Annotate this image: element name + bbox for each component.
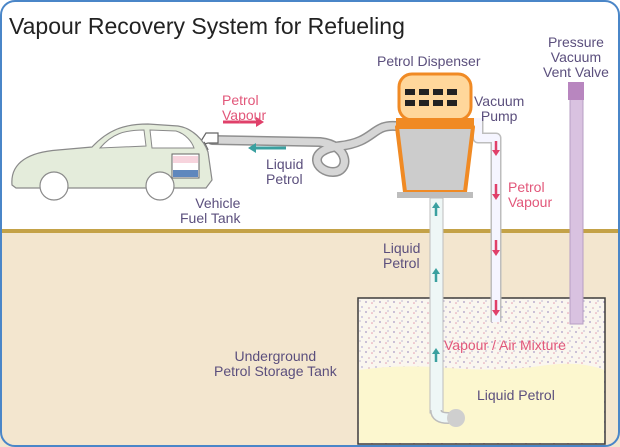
car (11, 123, 213, 201)
vapour-return-pipe (472, 118, 502, 322)
front-wheel (39, 171, 69, 201)
diagram-title: Vapour Recovery System for Refueling (9, 13, 405, 39)
supply-pipe (429, 197, 465, 427)
vacuum-pump-label-line2: Pump (480, 108, 518, 125)
liquid-petrol-hose-label-line1: Liquid (266, 156, 304, 172)
vacuum-pump-label: Vacuum Pump (474, 93, 525, 125)
petrol-vapour-return-label: Petrol Vapour (508, 179, 553, 211)
petrol-vapour-hose-label-line1: Petrol (222, 92, 259, 108)
flow-arrows (223, 117, 500, 362)
petrol-vapour-return-label-line1: Petrol (508, 179, 545, 195)
underground-tank-label: Underground Petrol Storage Tank (214, 348, 337, 380)
petrol-vapour-hose-label: Petrol Vapour (222, 92, 267, 124)
vehicle-fuel-tank-label-line2: Fuel Tank (180, 210, 241, 227)
fuel-hose (207, 120, 401, 178)
dispenser-display (405, 89, 457, 106)
liquid-petrol-hose-label: Liquid Petrol (266, 156, 304, 188)
pressure-vent-label-line3: Vent Valve (543, 64, 609, 81)
vehicle-fuel-tank (171, 153, 200, 179)
petrol-dispenser (395, 72, 475, 198)
underground-tank-label-line1: Underground (234, 348, 317, 364)
vacuum-pump-label-line1: Vacuum (474, 93, 525, 109)
liquid-petrol-hose-label-line2: Petrol (266, 171, 303, 188)
petrol-dispenser-label: Petrol Dispenser (377, 53, 481, 69)
liquid-petrol-level (359, 363, 604, 443)
liquid-petrol-tank-label: Liquid Petrol (477, 387, 555, 403)
petrol-vapour-hose-label-line2: Vapour (222, 107, 267, 124)
petrol-vapour-return-label-line2: Vapour (508, 194, 553, 211)
pressure-vent-label-line2: Vacuum (550, 49, 602, 66)
underground-storage-tank (357, 297, 606, 445)
vehicle-fuel-tank-label-line1: Vehicle (195, 195, 241, 211)
liquid-petrol-supply-label-line1: Liquid (383, 240, 421, 256)
rear-wheel (145, 171, 175, 201)
vent-pipe (568, 82, 584, 325)
supply-intake (447, 409, 465, 427)
vehicle-fuel-tank-label: Vehicle Fuel Tank (180, 195, 241, 227)
liquid-petrol-supply-label: Liquid Petrol (383, 240, 421, 272)
vapour-air-mixture-label: Vapour / Air Mixture (444, 337, 566, 353)
pressure-vent-label: Pressure Vacuum Vent Valve (543, 34, 609, 81)
underground-tank-label-line2: Petrol Storage Tank (214, 363, 337, 380)
liquid-petrol-supply-label-line2: Petrol (383, 255, 420, 272)
vent-valve-cap (568, 82, 584, 100)
pressure-vent-label-line1: Pressure (547, 34, 604, 50)
